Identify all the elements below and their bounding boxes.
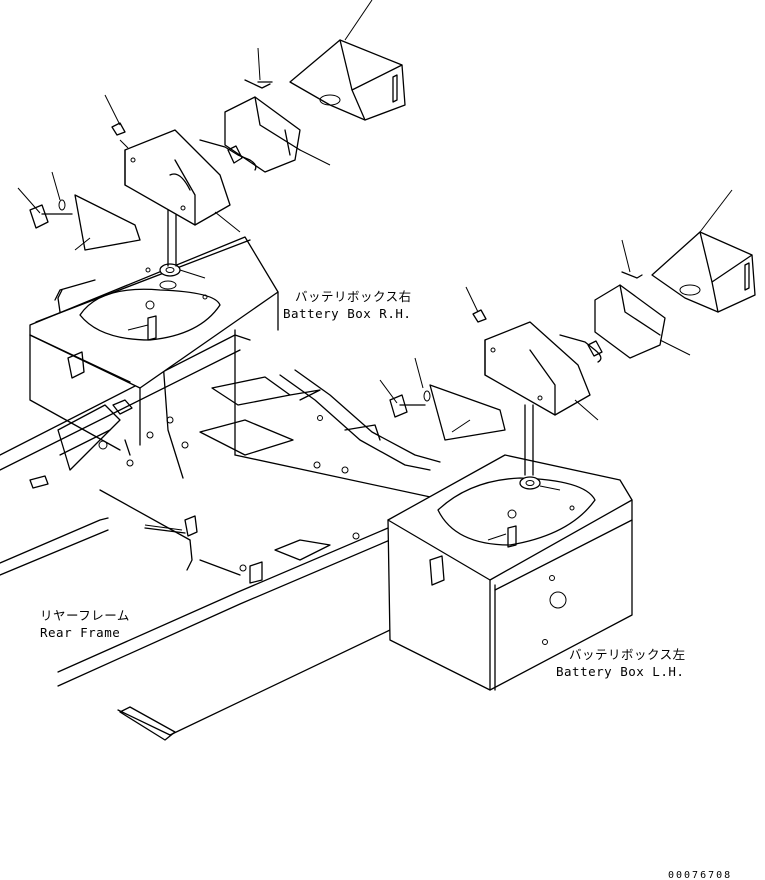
label-battery-box-rh-en: Battery Box R.H. <box>283 306 411 321</box>
label-battery-box-lh: バッテリボックス左 Battery Box L.H. <box>556 647 686 679</box>
battery-box-lh <box>387 404 633 691</box>
rear-frame <box>0 319 441 741</box>
label-battery-box-rh: バッテリボックス右 Battery Box R.H. <box>283 289 412 321</box>
lh-lamp-assembly <box>389 231 756 441</box>
label-battery-box-lh-jp: バッテリボックス左 <box>569 647 686 662</box>
battery-box-rh <box>29 209 279 451</box>
label-rear-frame: リヤーフレーム Rear Frame <box>40 608 130 640</box>
rh-lamp-assembly <box>29 39 406 251</box>
leader-lines <box>17 0 733 531</box>
drawing-number: 00076708 <box>668 870 732 880</box>
label-rear-frame-jp: リヤーフレーム <box>40 608 130 623</box>
label-rear-frame-en: Rear Frame <box>40 625 120 640</box>
label-battery-box-lh-en: Battery Box L.H. <box>556 664 684 679</box>
label-battery-box-rh-jp: バッテリボックス右 <box>295 289 412 304</box>
